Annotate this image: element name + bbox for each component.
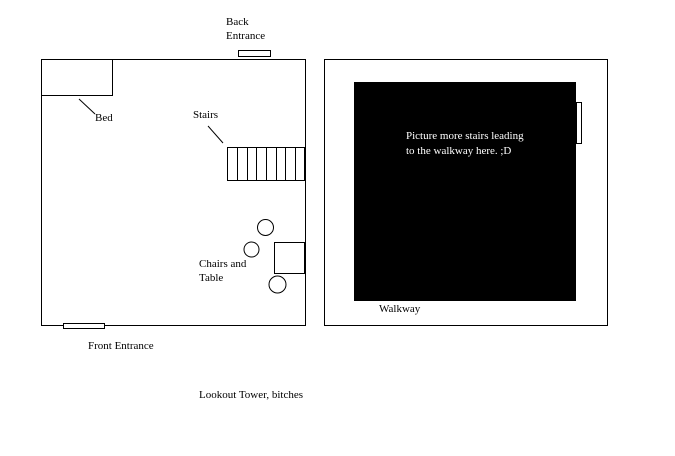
- walkway-label: Walkway: [379, 303, 421, 315]
- stair-landing-marker: [576, 102, 582, 144]
- front-entrance-label: Front Entrance: [88, 340, 154, 352]
- back-entrance-label-line2: Entrance: [226, 30, 265, 42]
- stairs: [227, 147, 305, 181]
- chair-bottom: [268, 275, 287, 294]
- chair-top: [257, 219, 274, 236]
- stairwell-opening: [354, 82, 576, 301]
- front-entrance-door: [63, 323, 105, 329]
- bed-pointer-line: [78, 98, 96, 115]
- stairs-label: Stairs: [193, 109, 218, 121]
- chairs-table-label-line2: Table: [199, 272, 223, 284]
- chair-left: [243, 241, 260, 258]
- stairs-pointer-line: [207, 125, 224, 144]
- stairs-note-line1: Picture more stairs leading: [406, 130, 524, 142]
- diagram-caption: Lookout Tower, bitches: [199, 389, 303, 401]
- ground-floor-room: [41, 59, 306, 326]
- stairs-note-line2: to the walkway here. ;D: [406, 145, 511, 157]
- chairs-table-label-line1: Chairs and: [199, 258, 247, 270]
- back-entrance-label-line1: Back: [226, 16, 249, 28]
- bed: [41, 59, 113, 96]
- table: [274, 242, 305, 274]
- back-entrance-door: [238, 50, 271, 57]
- bed-label: Bed: [95, 112, 113, 124]
